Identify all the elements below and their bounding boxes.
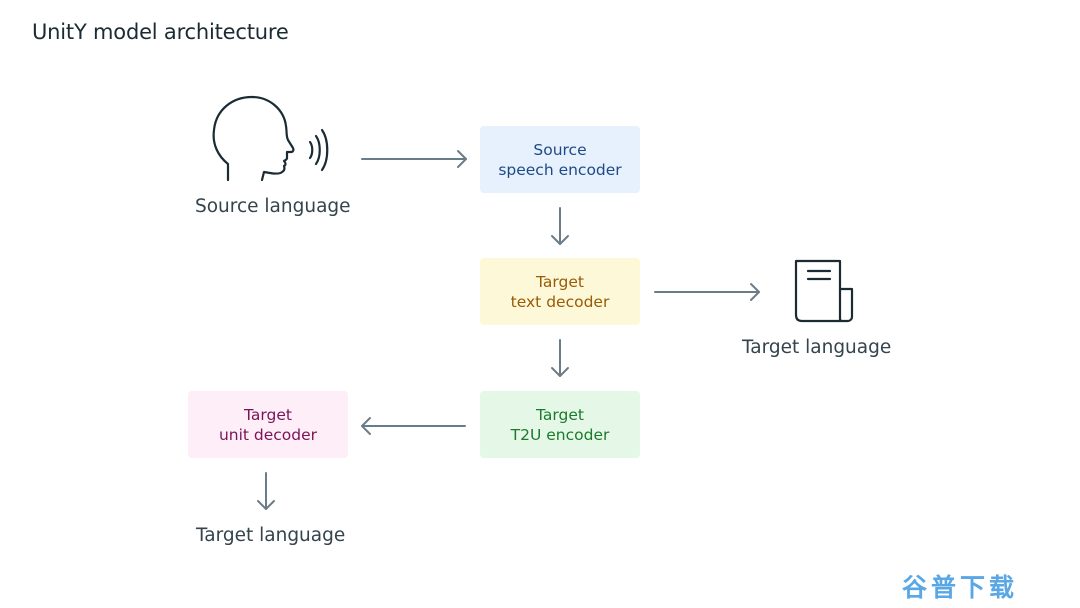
box-line-2: T2U encoder — [510, 425, 610, 444]
arrow-encoder-to-text-decoder — [551, 207, 569, 245]
arrow-source-to-encoder — [361, 150, 467, 168]
target-text-decoder-box: Target text decoder — [480, 258, 640, 325]
watermark-logo: 谷普下载 — [902, 573, 1019, 602]
source-speech-encoder-box: Source speech encoder — [480, 126, 640, 193]
box-line-1: Target — [244, 405, 292, 424]
arrow-unit-decoder-to-speech-output — [257, 472, 275, 510]
arrow-text-decoder-to-text-output — [654, 283, 760, 301]
head-speaking-icon — [206, 94, 336, 186]
document-scroll-icon — [792, 257, 860, 325]
target-unit-decoder-box: Target unit decoder — [188, 391, 348, 458]
box-line-1: Source — [533, 140, 587, 159]
box-line-2: unit decoder — [218, 425, 318, 444]
box-line-1: Target — [536, 405, 584, 424]
arrow-t2u-encoder-to-unit-decoder — [361, 417, 466, 435]
target-language-speech-output-label: Target language — [196, 525, 346, 546]
arrow-text-decoder-to-t2u-encoder — [551, 339, 569, 377]
box-line-2: speech encoder — [498, 160, 622, 179]
target-language-text-output-label: Target language — [742, 337, 892, 358]
page-title: UnitY model architecture — [32, 20, 289, 44]
source-language-label: Source language — [195, 196, 351, 217]
target-t2u-encoder-box: Target T2U encoder — [480, 391, 640, 458]
box-line-2: text decoder — [510, 292, 610, 311]
box-line-1: Target — [536, 272, 584, 291]
